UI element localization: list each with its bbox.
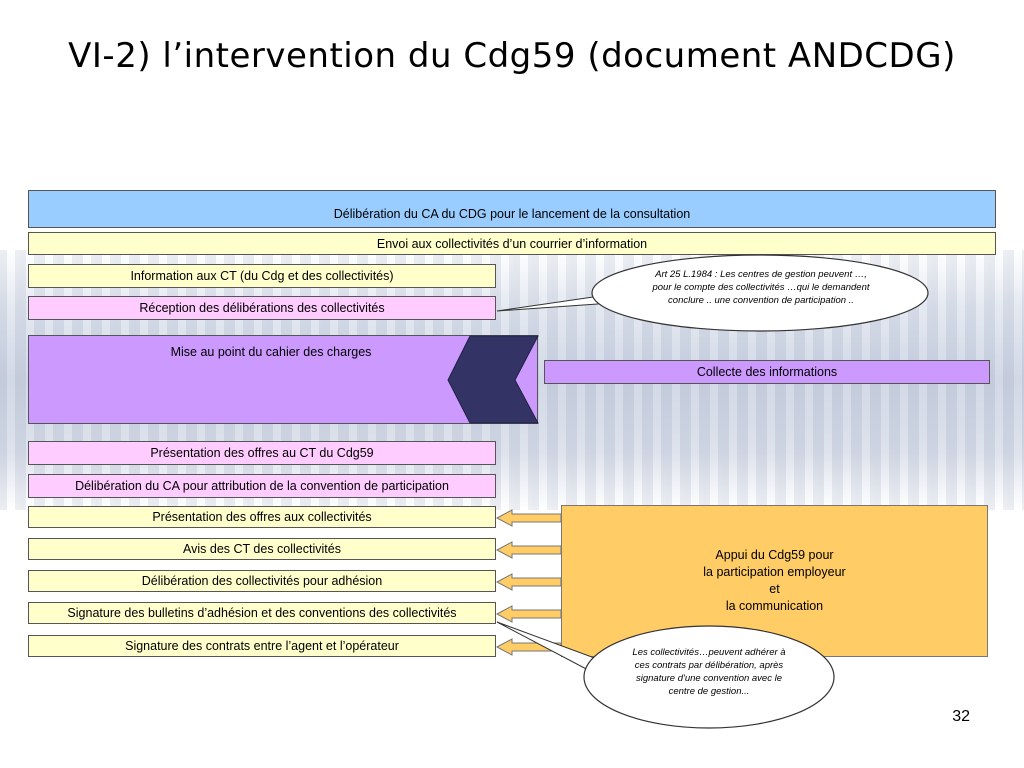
slide-title: VI-2) l’intervention du Cdg59 (document … — [68, 36, 956, 76]
arrow-to-presentation-offres — [495, 509, 562, 527]
step-deliberation-adhesion: Délibération des collectivités pour adhé… — [28, 570, 496, 592]
step-mise-au-point: Mise au point du cahier des charges — [28, 335, 538, 424]
arrow-left-shapes — [495, 509, 562, 656]
appui-line-4: la communication — [725, 599, 824, 613]
callout-collectivites-text: Les collectivités…peuvent adhérer à ces … — [632, 647, 786, 697]
step-information-ct: Information aux CT (du Cdg et des collec… — [28, 264, 496, 288]
step-avis-ct: Avis des CT des collectivités — [28, 538, 496, 560]
step-presentation-offres-collectivites: Présentation des offres aux collectivité… — [28, 506, 496, 528]
page-number: 32 — [952, 708, 970, 725]
appui-line-1: Appui du Cdg59 pour — [715, 548, 834, 562]
step-collecte-informations: Collecte des informations — [544, 360, 990, 384]
appui-line-2: la participation employeur — [703, 565, 846, 579]
step-signature-contrats: Signature des contrats entre l’agent et … — [28, 635, 496, 657]
appui-cdg59-box: Appui du Cdg59 pour la participation emp… — [561, 505, 988, 657]
step-deliberation-ca-attribution: Délibération du CA pour attribution de l… — [28, 474, 496, 498]
step-reception-deliberations: Réception des délibérations des collecti… — [28, 296, 496, 320]
mise-au-point-label: Mise au point du cahier des charges — [170, 345, 372, 359]
step-deliberation-ca-cdg: Délibération du CA du CDG pour le lancem… — [28, 190, 996, 228]
step-signature-bulletins: Signature des bulletins d’adhésion et de… — [28, 602, 496, 624]
arrow-to-signature-bulletins — [495, 605, 562, 623]
appui-line-3: et — [769, 582, 780, 596]
step-envoi-courrier: Envoi aux collectivités d’un courrier d’… — [28, 232, 996, 255]
arrow-to-avis-ct — [495, 541, 562, 559]
step-presentation-offres-ct: Présentation des offres au CT du Cdg59 — [28, 441, 496, 465]
arrow-to-deliberation-adhesion — [495, 573, 562, 591]
callout-art25-text: Art 25 L.1984 : Les centres de gestion p… — [652, 269, 870, 306]
arrow-to-signature-contrats — [495, 638, 562, 656]
